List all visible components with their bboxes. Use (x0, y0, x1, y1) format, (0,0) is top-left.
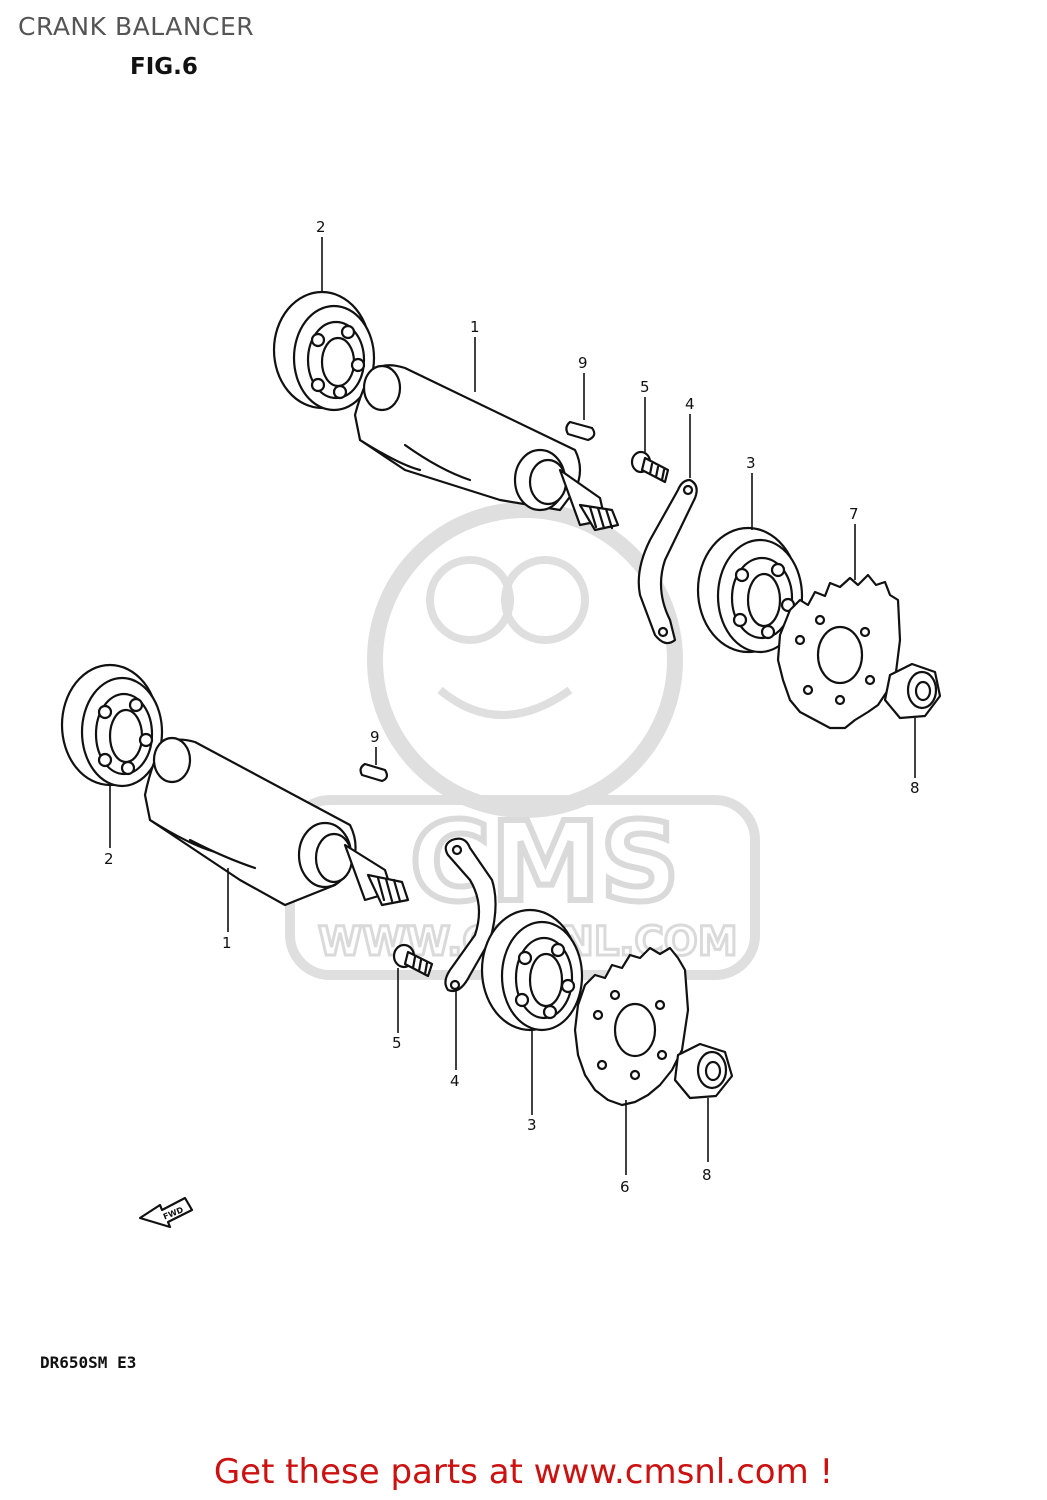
upper-screw-5 (630, 450, 670, 484)
callout-lower-1: 1 (222, 934, 232, 952)
callout-upper-2: 2 (316, 218, 326, 236)
upper-gear-7 (776, 573, 902, 730)
callout-upper-5: 5 (640, 378, 650, 396)
callout-upper-9: 9 (578, 354, 588, 372)
lower-screw-5 (392, 943, 434, 978)
callout-lower-2: 2 (104, 850, 114, 868)
watermark-brand: CMS (410, 798, 679, 926)
upper-key-9 (565, 420, 596, 442)
callout-upper-1: 1 (470, 318, 480, 336)
callout-lower-5: 5 (392, 1034, 402, 1052)
lower-balancer-shaft-1 (143, 736, 410, 907)
leader-lines (109, 237, 916, 1175)
model-code: DR650SM E3 (40, 1353, 137, 1372)
watermark: CMS WWW.CMSNL.COM (285, 502, 760, 980)
lower-retainer-4 (444, 837, 497, 993)
upper-bearing-2 (272, 290, 376, 412)
lower-bearing-3 (480, 908, 584, 1032)
callout-lower-9: 9 (370, 728, 380, 746)
upper-balancer-shaft-1 (353, 364, 620, 532)
upper-bearing-3 (696, 526, 804, 654)
callout-lower-8: 8 (702, 1166, 712, 1184)
diagram-title: CRANK BALANCER (18, 12, 255, 41)
callout-lower-3: 3 (527, 1116, 537, 1134)
get-parts-link[interactable]: Get these parts at www.cmsnl.com ! (213, 1452, 834, 1492)
upper-nut-8 (883, 662, 942, 720)
lower-nut-8 (673, 1042, 734, 1100)
callout-upper-3: 3 (746, 454, 756, 472)
callout-upper-4: 4 (685, 395, 695, 413)
fwd-arrow-icon (138, 1196, 194, 1229)
callout-lower-4: 4 (450, 1072, 460, 1090)
callout-lower-6: 6 (620, 1178, 630, 1196)
upper-retainer-4 (637, 478, 698, 645)
lower-gear-6 (573, 946, 690, 1107)
figure-label: FIG.6 (130, 54, 198, 80)
callout-upper-8: 8 (910, 779, 920, 797)
callout-upper-7: 7 (849, 505, 859, 523)
lower-bearing-2 (60, 663, 164, 788)
lower-key-9 (359, 762, 389, 783)
